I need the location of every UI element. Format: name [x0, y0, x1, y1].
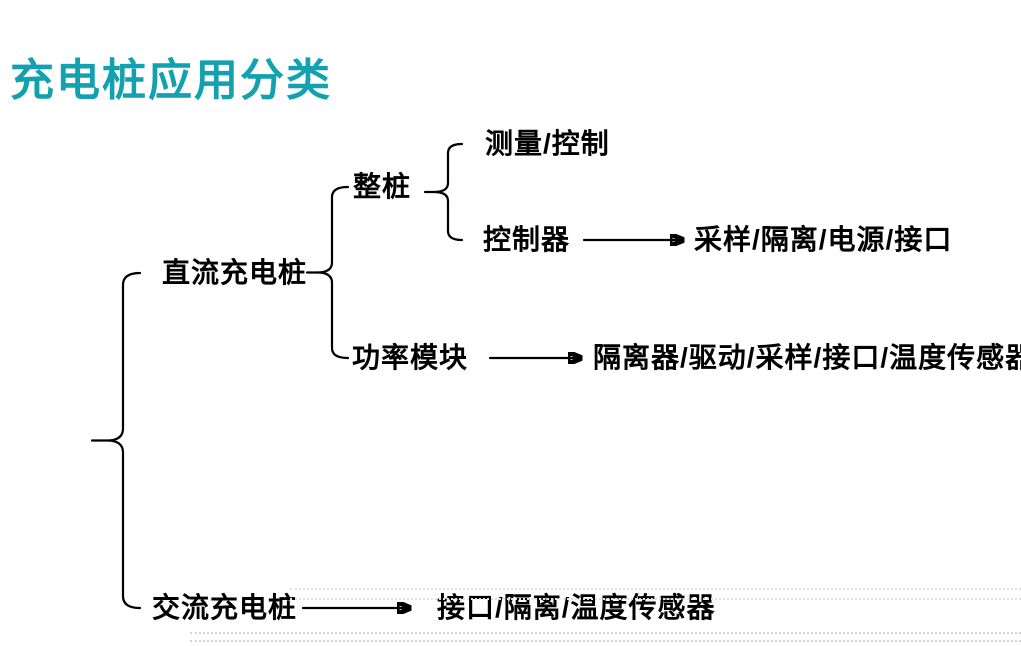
- faint-dotted-line: [190, 632, 1021, 634]
- node-controller: 控制器: [483, 224, 571, 255]
- node-ac-pile: 交流充电桩: [152, 592, 298, 623]
- root-brace: [90, 271, 142, 610]
- dc-pile-brace: [305, 185, 350, 360]
- node-power-module: 功率模块: [352, 342, 469, 373]
- faint-dotted-line: [190, 640, 1021, 642]
- node-whole-pile: 整桩: [353, 171, 412, 202]
- node-controller-parts: 采样/隔离/电源/接口: [694, 224, 953, 255]
- node-dc-pile: 直流充电桩: [162, 257, 308, 288]
- faint-dotted-line: [290, 598, 1021, 600]
- node-power-module-parts: 隔离器/驱动/采样/接口/温度传感器: [593, 342, 1021, 373]
- faint-dotted-line: [290, 588, 1021, 590]
- whole-pile-brace: [423, 142, 464, 242]
- node-measure-control: 测量/控制: [485, 128, 610, 159]
- page-title: 充电桩应用分类: [10, 56, 332, 105]
